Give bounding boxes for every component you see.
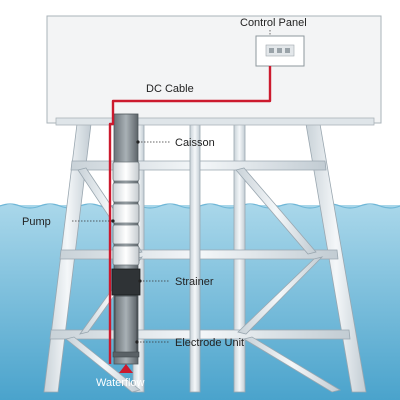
label-pump: Pump — [22, 216, 51, 228]
pump — [112, 161, 140, 266]
diagonal-brace-4 — [235, 167, 317, 255]
label-strainer: Strainer — [175, 276, 214, 288]
diagonal-brace-3 — [65, 336, 141, 393]
label-control-panel: Control Panel — [240, 17, 307, 29]
waterflow-arrow-icon — [119, 364, 133, 373]
diagonal-brace-6 — [242, 336, 342, 393]
label-caisson: Caisson — [175, 137, 215, 149]
deck-beam — [55, 117, 375, 126]
label-electrode-unit: Electrode Unit — [175, 337, 244, 349]
diagonal-brace-5 — [237, 256, 324, 335]
leader-dots — [111, 140, 142, 344]
leg-front-centre — [189, 123, 201, 393]
dc-cable-line — [108, 66, 272, 364]
electrode-unit — [112, 295, 140, 358]
leader-lines — [72, 30, 271, 343]
label-waterflow: Waterflow — [96, 377, 145, 389]
platform-deck — [46, 15, 382, 124]
label-dc-cable: DC Cable — [146, 83, 194, 95]
strainer — [111, 268, 141, 296]
control-panel — [255, 35, 305, 67]
